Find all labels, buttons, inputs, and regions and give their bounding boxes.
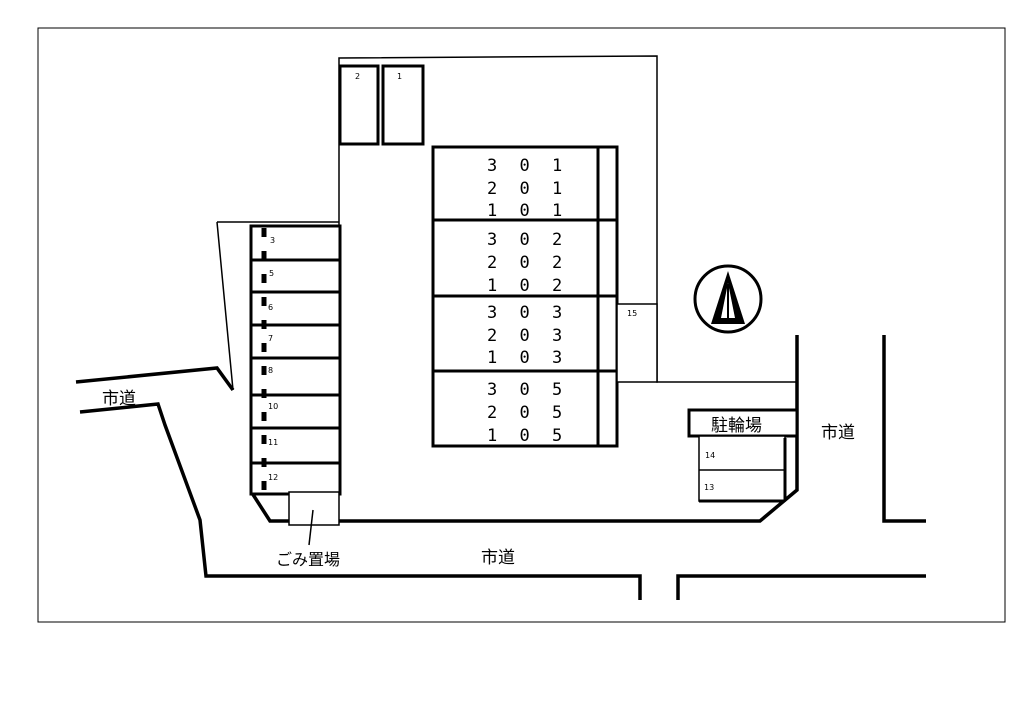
road-label-south: 市道 <box>481 548 515 568</box>
parking-number: 2 <box>355 72 360 81</box>
garbage-leader-line <box>308 509 314 546</box>
roads <box>75 335 926 600</box>
unit-number: 2 0 2 <box>487 253 568 273</box>
parking-number: 1 <box>397 72 402 81</box>
unit-number: 2 0 5 <box>487 403 568 423</box>
parking-bay-2 <box>338 64 380 146</box>
parking-number: 7 <box>268 334 273 343</box>
parking-number: 8 <box>268 366 273 375</box>
parking-number: 3 <box>270 236 275 245</box>
parking-bay-15: 15 <box>616 303 658 383</box>
unit-number: 3 0 5 <box>487 380 568 400</box>
parking-number: 14 <box>705 451 715 460</box>
unit-number: 1 0 1 <box>487 201 568 221</box>
unit-number: 1 0 3 <box>487 348 568 368</box>
building: 3 0 1 2 0 1 1 0 1 3 0 2 2 0 2 1 0 2 3 0 … <box>431 145 619 448</box>
parking-left: 3 5 6 7 8 10 11 12 <box>249 224 342 496</box>
unit-number: 1 0 2 <box>487 276 568 296</box>
parking-top: 2 1 <box>338 64 425 146</box>
bicycle-label: 駐輪場 <box>711 416 762 436</box>
parking-number: 13 <box>704 483 714 492</box>
bicycle-parking: 駐輪場 14 13 <box>687 408 799 503</box>
unit-number: 2 0 1 <box>487 179 568 199</box>
parking-number: 5 <box>269 269 274 278</box>
parking-number: 11 <box>268 438 278 447</box>
unit-number: 1 0 5 <box>487 426 568 446</box>
parking-bay-1 <box>381 64 425 146</box>
unit-number: 3 0 3 <box>487 303 568 323</box>
road-label-east: 市道 <box>821 423 855 443</box>
parking-number: 10 <box>268 402 278 411</box>
parking-number: 12 <box>268 473 278 482</box>
parking-column <box>249 224 342 496</box>
garbage-label: ごみ置場 <box>276 550 340 569</box>
north-arrow-icon <box>693 264 763 334</box>
unit-number: 3 0 1 <box>487 156 568 176</box>
unit-number: 2 0 3 <box>487 326 568 346</box>
garbage-area: ごみ置場 <box>276 491 340 569</box>
parking-number: 6 <box>268 303 273 312</box>
road-label-west: 市道 <box>102 389 136 409</box>
unit-number: 3 0 2 <box>487 230 568 250</box>
parking-number: 15 <box>627 309 637 318</box>
